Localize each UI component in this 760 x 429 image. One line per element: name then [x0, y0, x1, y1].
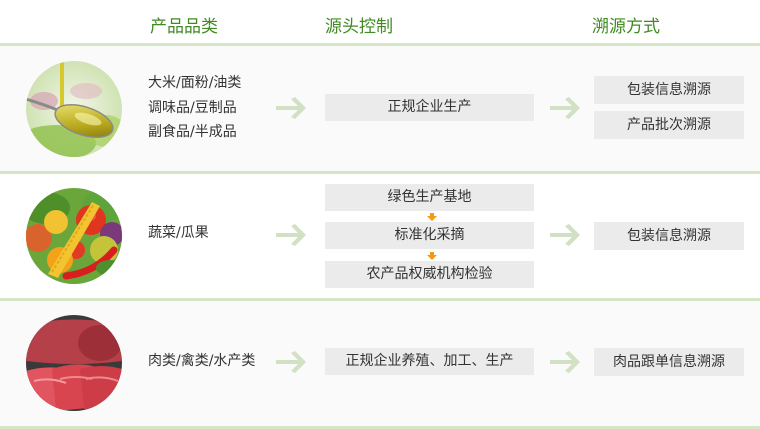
- category-line: 蔬菜/瓜果: [148, 225, 209, 241]
- trace-method-box: 包装信息溯源: [594, 222, 744, 250]
- table-row-grain-oil: 大米/面粉/油类 调味品/豆制品 副食品/半成品 正规企业生产 包装信息溯源 产…: [0, 46, 760, 171]
- category-line: 副食品/半成品: [148, 124, 237, 140]
- row-divider: [0, 171, 760, 174]
- table-header: 产品品类 源头控制 溯源方式: [0, 0, 760, 43]
- header-source-control: 源头控制: [325, 17, 393, 37]
- olive-oil-spoon-image: [26, 61, 122, 157]
- arrow-down-icon: [427, 252, 437, 260]
- vegetables-image: [26, 188, 122, 284]
- row-divider: [0, 43, 760, 46]
- category-line: 调味品/豆制品: [148, 99, 237, 116]
- trace-method-box: 产品批次溯源: [594, 111, 744, 139]
- category-line: 大米/面粉/油类: [148, 75, 242, 91]
- category-text: 蔬菜/瓜果: [148, 221, 209, 246]
- meat-image: [26, 315, 122, 411]
- arrow-right-icon: [550, 97, 582, 119]
- table-row-vegetables: 蔬菜/瓜果 绿色生产基地 标准化采摘 农产品权威机构检验 包装信息溯源: [0, 174, 760, 298]
- trace-method-box: 肉品跟单信息溯源: [594, 348, 744, 376]
- category-text: 大米/面粉/油类 调味品/豆制品 副食品/半成品: [148, 71, 241, 145]
- arrow-right-icon: [550, 351, 582, 373]
- category-line: 肉类/禽类/水产类: [148, 353, 256, 369]
- trace-method-box: 包装信息溯源: [594, 76, 744, 104]
- source-step-box: 农产品权威机构检验: [325, 261, 534, 288]
- arrow-right-icon: [550, 224, 582, 246]
- source-step-box: 正规企业生产: [325, 94, 534, 121]
- header-product-category: 产品品类: [150, 17, 218, 37]
- header-trace-method: 溯源方式: [592, 17, 660, 37]
- arrow-down-icon: [427, 213, 437, 221]
- row-divider: [0, 298, 760, 301]
- table-row-meat: 肉类/禽类/水产类 正规企业养殖、加工、生产 肉品跟单信息溯源: [0, 301, 760, 427]
- arrow-right-icon: [276, 224, 308, 246]
- row-divider: [0, 426, 760, 429]
- source-step-box: 绿色生产基地: [325, 184, 534, 211]
- arrow-right-icon: [276, 351, 308, 373]
- category-text: 肉类/禽类/水产类: [148, 349, 255, 374]
- source-step-box: 正规企业养殖、加工、生产: [325, 348, 534, 375]
- source-step-box: 标准化采摘: [325, 222, 534, 249]
- arrow-right-icon: [276, 97, 308, 119]
